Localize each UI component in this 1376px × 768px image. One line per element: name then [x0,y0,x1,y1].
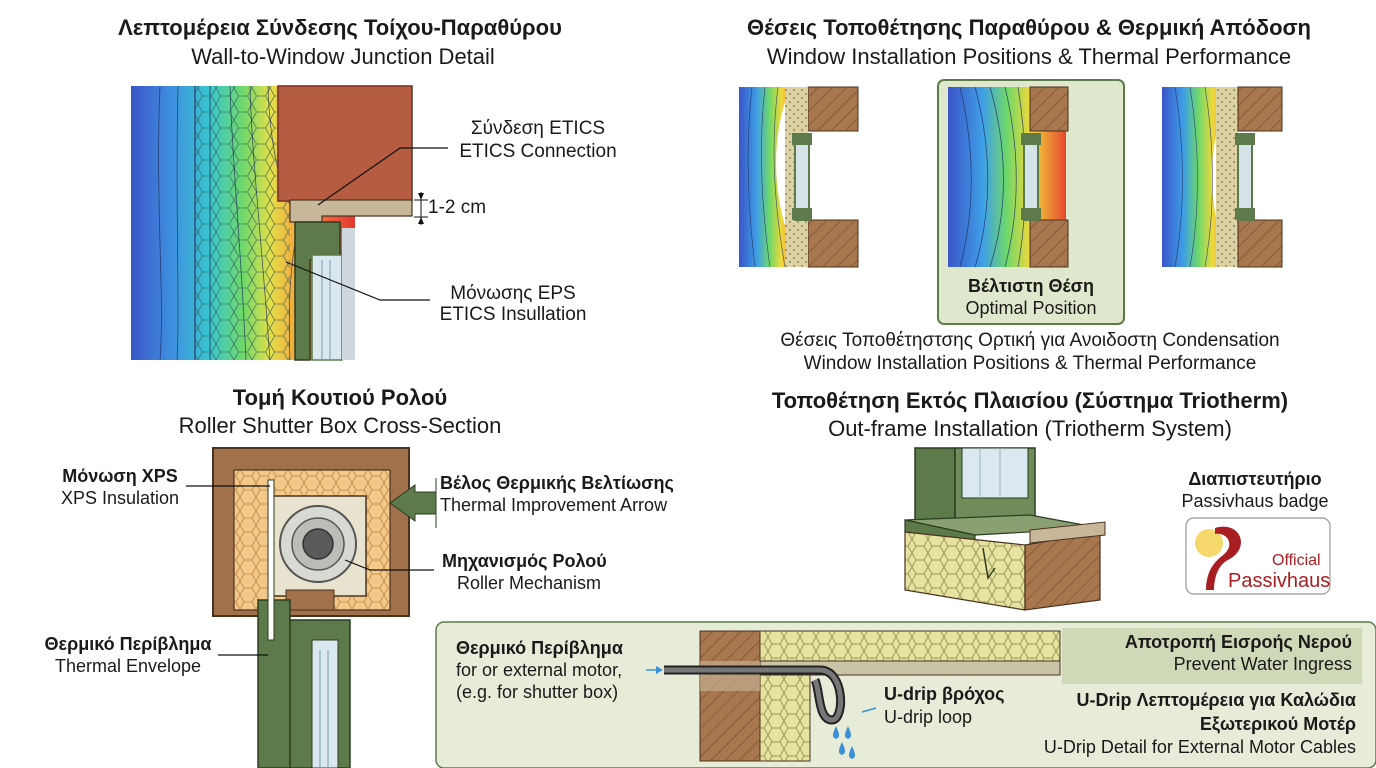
roller-title-en: Roller Shutter Box Cross-Section [178,413,502,438]
thermal-envelope-label-gr: Θερμικό Περίβλημα [44,634,212,654]
positions-title-gr: Θέσεις Τοποθέτησης Παραθύρου & Θερμική Α… [747,15,1311,40]
junction-thermal-image [131,85,448,361]
thermal-arrow-label-en: Thermal Improvement Arrow [440,495,668,515]
positions-caption-gr: Θέσεις Τοποθέτηστσης Ορτική για Ανοιδοστ… [780,330,1280,351]
positions-title-en: Window Installation Positions & Thermal … [766,44,1292,69]
outframe-title-gr: Τοποθέτηση Εκτός Πλαισίου (Σύστημα Triot… [771,388,1289,413]
udrip-panel [435,621,1376,768]
gap-dimension-label: 1-2 cm [428,197,487,218]
badge-label-gr: Διαπιστευτήριο [1188,469,1322,489]
badge-label-en: Passivhaus badge [1181,491,1329,511]
etics-connection-label-en: ETICS Connection [459,141,617,162]
junction-title-gr: Λεπτομέρεια Σύνδεσης Τοίχου-Παραθύρου [118,15,562,40]
water-ingress-label-en: Prevent Water Ingress [1173,654,1352,674]
outframe-title-en: Out-frame Installation (Triotherm System… [828,416,1232,441]
positions-caption-en: Window Installation Positions & Thermal … [803,353,1257,374]
udrip-envelope-label-en-1: for or external motor, [456,660,623,680]
position-left-image [739,86,859,268]
badge-official-text: Official [1272,552,1321,569]
etics-connection-label-gr: Σύνδεση ETICS [470,118,606,139]
outframe-image [904,447,1106,611]
thermal-envelope-label-en: Thermal Envelope [54,656,202,676]
udrip-loop-label-en: U-drip loop [884,707,973,727]
eps-label-en: ETICS Insullation [439,304,587,325]
badge-passivhaus-text: Passivhaus [1228,570,1331,592]
position-optimal-image [937,79,1125,325]
udrip-detail-title-gr-1: U-Drip Λεπτομέρεια για Καλώδια [1076,690,1356,710]
junction-title-en: Wall-to-Window Junction Detail [191,44,495,69]
roller-title-gr: Τομή Κουτιού Ρολού [232,385,448,410]
xps-label-en: XPS Insulation [60,488,180,508]
roller-mechanism-label-gr: Μηχανισμός Ρολού [442,551,607,571]
udrip-detail-title-en: U-Drip Detail for External Motor Cables [1043,737,1356,757]
udrip-envelope-label-en-2: (e.g. for shutter box) [456,682,619,702]
optimal-position-label-gr: Βέλτιστη Θέση [968,276,1094,296]
passivhaus-badge-icon [1185,517,1331,595]
roller-box-image [186,447,437,768]
udrip-loop-label-gr: U-drip βρόχος [884,684,1005,704]
udrip-detail-title-gr-2: Εξωτερικού Μοτέρ [1199,714,1356,734]
thermal-arrow-label-gr: Βέλος Θερμικής Βελτίωσης [440,473,674,493]
xps-label-gr: Μόνωση XPS [62,466,178,486]
eps-label-gr: Μόνωσης EPS [450,283,576,304]
udrip-envelope-label-gr: Θερμικό Περίβλημα [456,638,623,658]
water-ingress-label-gr: Αποτροπή Εισροής Νερού [1124,632,1352,652]
position-right-image [1162,86,1283,268]
optimal-position-label-en: Optimal Position [965,298,1097,318]
roller-mechanism-label-en: Roller Mechanism [456,573,602,593]
